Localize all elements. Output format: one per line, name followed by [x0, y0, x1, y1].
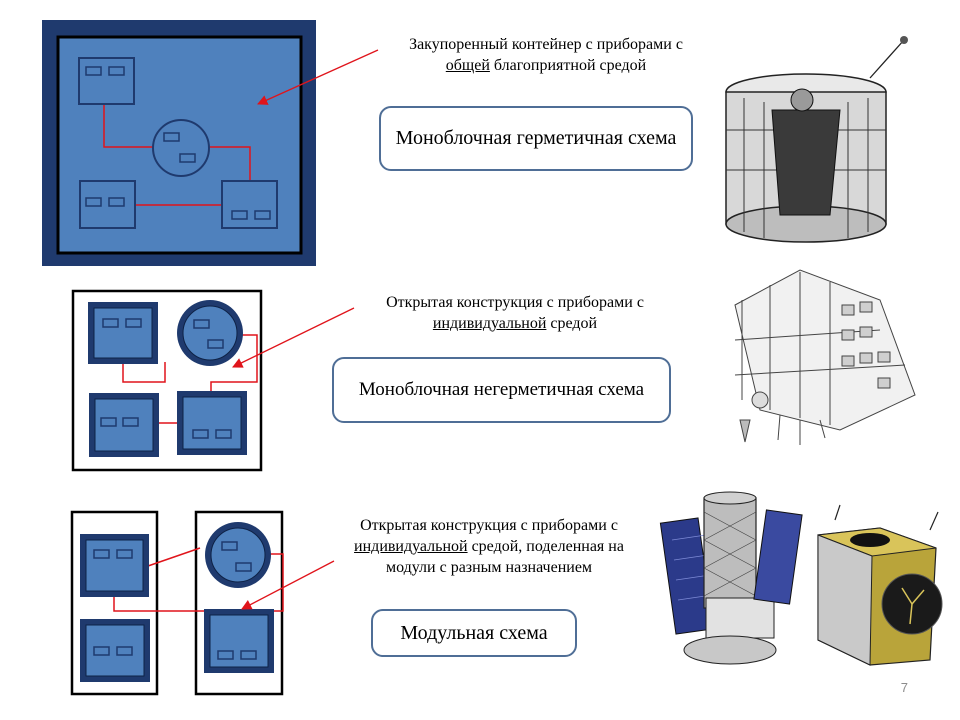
device-round-center [152, 119, 210, 177]
module-round-top-right [177, 300, 243, 366]
caption-underlined-word: общей [445, 57, 490, 74]
module-round-right-top [205, 522, 271, 588]
scheme-label-open-monoblock: Моноблочная негерметичная схема [332, 357, 671, 423]
caption-open-monoblock: Открытая конструкция с приборами с индив… [335, 292, 695, 334]
caption-underlined-word: индивидуальной [432, 315, 547, 332]
module-left-bottom [80, 619, 150, 682]
module-bottom-left [89, 393, 159, 457]
pointer-arrow [241, 560, 335, 610]
page-number: 7 [900, 680, 908, 695]
caption-underlined-word: индивидуальной [354, 538, 468, 555]
modular-satellites-illustration [659, 491, 943, 666]
caption-line2: индивидуальной средой, поделенная на [314, 536, 664, 557]
caption-modular: Открытая конструкция с приборами с индив… [314, 515, 664, 578]
caption-line3: модули с разным назначением [385, 559, 593, 576]
caption-line2: общей благоприятной средой [356, 55, 736, 76]
device-top-left [78, 57, 135, 105]
caption-line2: индивидуальной средой [335, 313, 695, 334]
device-bottom-left [79, 180, 136, 229]
device-bottom-right [221, 180, 278, 229]
module-left-top [80, 534, 149, 597]
caption-line1: Открытая конструкция с приборами с [360, 517, 618, 534]
pointer-arrow [257, 49, 379, 105]
caption-line2-rest: благоприятной средой [489, 57, 647, 74]
caption-sealed: Закупоренный контейнер с приборами с общ… [356, 34, 736, 76]
open-frame-satellite-illustration [734, 269, 916, 445]
open-monoblock-diagram [71, 289, 355, 472]
connector-lines [122, 334, 258, 424]
sealed-container-diagram [42, 20, 379, 266]
caption-line2-rest: средой [546, 315, 598, 332]
caption-line1: Открытая конструкция с приборами с [386, 294, 644, 311]
connector-lines [103, 104, 251, 206]
module-right-bottom [204, 609, 274, 673]
scheme-label-sealed: Моноблочная герметичная схема [379, 106, 693, 171]
modular-diagram [70, 510, 335, 696]
sealed-satellite-illustration [725, 36, 908, 243]
caption-line2-rest: средой, поделенная на [467, 538, 624, 555]
module-top-left [88, 302, 158, 364]
pointer-arrow [232, 307, 355, 368]
module-bottom-right [177, 391, 247, 455]
caption-line1: Закупоренный контейнер с приборами с [409, 36, 683, 53]
scheme-label-modular: Модульная схема [371, 609, 577, 657]
connector-lines [113, 547, 284, 612]
